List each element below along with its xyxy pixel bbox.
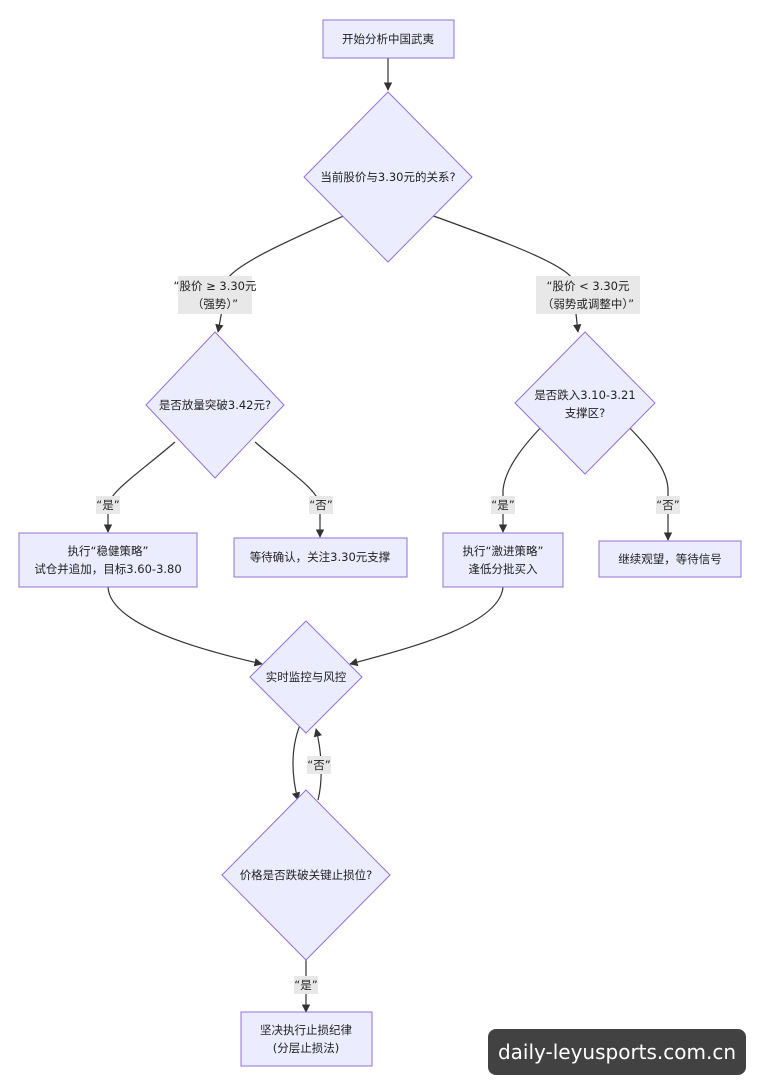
edge-label-bg-loop-no [307, 756, 331, 774]
node-support-check-label-line-1: 是否跌入3.10-3.21 [534, 388, 635, 402]
node-price-relation [303, 91, 473, 263]
edge-label-stop-yes-line-1: “是” [294, 978, 317, 992]
edge-relation-to-breakout [215, 213, 349, 333]
node-stop-loss-label-line-1: 坚决执行止损纪律 [260, 1023, 352, 1037]
edge-relation-to-support [427, 213, 582, 333]
node-aggressive-strategy-label-line-1: 执行“激进策略” [463, 544, 544, 558]
watermark-text: daily-leyusports.com.cn [488, 1029, 746, 1075]
edge-label-strong: “股价 ≥ 3.30元 （强势）” [173, 279, 257, 311]
node-aggressive-strategy [442, 532, 564, 588]
node-stop-check [221, 789, 391, 961]
edge-label-support-no-line-1: “否” [656, 498, 679, 512]
edge-label-bg-support-yes [491, 496, 515, 514]
edge-aggressive-to-monitor [349, 586, 504, 667]
node-aggressive-strategy-label: 执行“激进策略” 逢低分批买入 [463, 544, 544, 576]
node-aggressive-strategy-label-line-2: 逢低分批买入 [469, 562, 538, 576]
edge-breakout-to-wait [254, 441, 325, 538]
node-steady-strategy-label: 执行“稳健策略” 试仓并追加，目标3.60-3.80 [34, 544, 181, 576]
edge-label-bg-steady-yes [96, 496, 120, 514]
node-keep-watching-label: 继续观望，等待信号 [618, 552, 722, 566]
edge-label-strong-line-1: “股价 ≥ 3.30元 [173, 279, 257, 293]
node-stop-loss-label: 坚决执行止损纪律 (分层止损法) [260, 1023, 352, 1055]
node-price-relation-label-line-1: 当前股价与3.30元的关系? [320, 170, 455, 184]
node-start-label: 开始分析中国武夷 [342, 32, 434, 46]
edge-label-support-yes: “是” [491, 498, 514, 512]
edge-label-steady-no-line-1: “否” [309, 498, 332, 512]
edge-label-loop-no: “否” [307, 758, 330, 772]
edge-label-weak-line-1: “股价 < 3.30元 [546, 279, 630, 293]
node-stop-loss-label-line-2: (分层止损法) [273, 1041, 339, 1055]
node-steady-strategy-label-line-2: 试仓并追加，目标3.60-3.80 [34, 562, 181, 576]
edge-label-weak: “股价 < 3.30元 （弱势或调整中）” [542, 279, 634, 311]
edge-label-loop-no-line-1: “否” [307, 758, 330, 772]
edge-breakout-to-steady [103, 441, 176, 533]
node-steady-strategy [18, 532, 198, 588]
node-keep-watching-label-line-1: 继续观望，等待信号 [618, 552, 722, 566]
edge-label-bg-strong [178, 276, 252, 314]
edge-label-steady-no: “否” [309, 498, 332, 512]
node-monitor [249, 620, 363, 734]
node-support-check [514, 331, 656, 475]
edge-label-bg-steady-no [309, 496, 333, 514]
edge-support-to-watching [619, 417, 673, 541]
node-breakout-check-label-line-1: 是否放量突破3.42元? [159, 398, 271, 412]
node-start-label-line-1: 开始分析中国武夷 [342, 32, 434, 46]
node-stop-check-label: 价格是否跌破关键止损位? [240, 868, 373, 882]
edge-monitor-to-stopcheck [291, 724, 301, 801]
node-price-relation-label: 当前股价与3.30元的关系? [320, 170, 455, 184]
edge-label-stop-yes: “是” [294, 978, 317, 992]
edge-label-steady-yes: “是” [96, 498, 119, 512]
node-wait-confirm [233, 537, 408, 578]
node-stop-check-label-line-1: 价格是否跌破关键止损位? [240, 868, 373, 882]
node-support-check-label-line-2: 支撑区? [565, 406, 606, 420]
node-breakout-check [145, 331, 285, 479]
node-monitor-label-line-1: 实时监控与风控 [266, 670, 347, 684]
edge-steady-to-monitor [107, 586, 263, 667]
node-wait-confirm-label: 等待确认，关注3.30元支撑 [250, 550, 391, 564]
node-wait-confirm-label-line-1: 等待确认，关注3.30元支撑 [250, 550, 391, 564]
edge-label-bg-weak [536, 276, 640, 314]
edge-label-weak-line-2: （弱势或调整中）” [542, 297, 634, 311]
edge-label-bg-support-no [656, 496, 680, 514]
node-support-check-label: 是否跌入3.10-3.21 支撑区? [534, 388, 635, 420]
edge-support-to-aggressive [498, 417, 551, 533]
edge-label-bg-stop-yes [294, 976, 318, 994]
node-steady-strategy-label-line-1: 执行“稳健策略” [68, 544, 149, 558]
node-keep-watching [598, 540, 742, 578]
edge-label-strong-line-2: （强势）” [192, 297, 238, 311]
node-breakout-check-label: 是否放量突破3.42元? [159, 398, 271, 412]
edge-label-support-yes-line-1: “是” [491, 498, 514, 512]
edge-label-support-no: “否” [656, 498, 679, 512]
node-start [322, 19, 455, 59]
node-stop-loss [240, 1011, 373, 1067]
node-monitor-label: 实时监控与风控 [266, 670, 347, 684]
edge-label-steady-yes-line-1: “是” [96, 498, 119, 512]
